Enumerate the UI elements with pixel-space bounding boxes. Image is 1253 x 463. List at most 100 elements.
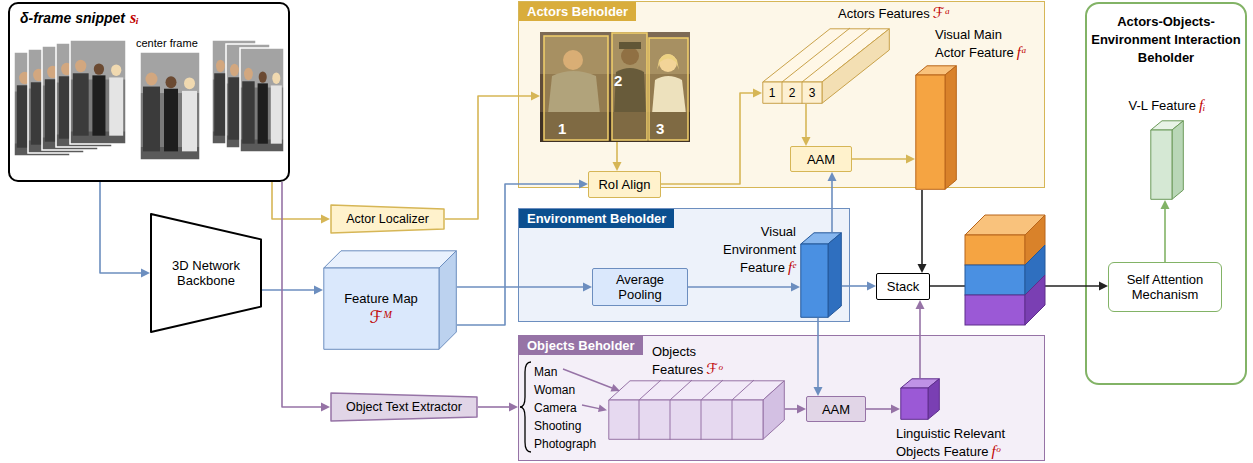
frame-note: center frame [136, 37, 198, 49]
cell-divider [670, 380, 692, 400]
stacked-feature-cube [965, 295, 1025, 325]
arrow-head [141, 269, 150, 278]
shape-face [916, 75, 945, 189]
box-text: Linguistic Relevant Objects Feature [896, 426, 1005, 459]
text-area: Actors Beholder [519, 2, 636, 21]
shape-face [901, 388, 928, 419]
box-text: fᵃ [1017, 44, 1027, 60]
shape-face [151, 214, 261, 332]
shape-face [324, 268, 439, 349]
snippet-box: δ-frame snippetsᵢ [8, 2, 290, 182]
connector-line [282, 182, 321, 407]
connector [272, 182, 330, 224]
box-text: ℱᴹ [370, 308, 393, 327]
cell-divider [732, 400, 733, 440]
self-attention-box: Self Attention Mechanism [1108, 262, 1222, 312]
text-area: AAM [807, 397, 865, 421]
connector-line [100, 182, 141, 273]
object-word: Photograph [534, 437, 596, 451]
actor-image: 1 2 3 [540, 32, 690, 142]
stacked-feature-cube [965, 235, 1025, 265]
node-shape [1150, 120, 1184, 200]
object-word: Man [534, 365, 557, 379]
box-text: fᵒ [992, 443, 1000, 459]
text-area: 2 [614, 72, 622, 90]
text-area: Stack [877, 274, 929, 299]
box-text: fᵢ [1199, 97, 1206, 113]
actor-localizer: Actor Localizer [330, 204, 445, 234]
connector-line [272, 182, 321, 219]
interaction-beholder-panel: Actors-Objects-Environment Interaction B… [1085, 2, 1247, 385]
stacked-feature-cube [965, 215, 1045, 235]
callout-number: 1 [558, 120, 566, 137]
text-area: 3 [656, 120, 664, 138]
arrow-head [867, 282, 876, 291]
average-pooling-box: Average Pooling [592, 268, 688, 306]
cell-divider [639, 380, 661, 400]
actors-features-cube: Actors Featuresℱᵃ123 [762, 28, 890, 104]
arrow-head [321, 215, 330, 224]
box-text: 1 [769, 86, 776, 100]
text-area: Actors Featuresℱᵃ [838, 4, 951, 22]
connector-line [930, 285, 1099, 287]
cell-divider [802, 82, 803, 104]
text-area: Average Pooling [593, 269, 687, 305]
connector [478, 403, 518, 412]
text-area: Environment Beholder [519, 209, 674, 228]
objects-feature-cube: Linguistic Relevant Objects Featurefᵒ [900, 378, 940, 420]
box-text: AAM [822, 402, 850, 417]
box-text: Environment Beholder [519, 209, 674, 228]
shape-face [945, 66, 956, 190]
text-area: 3 [802, 82, 822, 104]
text-area: 3D Network Backbone [150, 213, 262, 333]
box-text: Actor Localizer [346, 212, 429, 227]
objects-features-cube: Objects Featuresℱᵒ [608, 380, 785, 440]
text-area: Self Attention Mechanism [1109, 263, 1221, 311]
box-text: ℱᵒ [706, 361, 722, 377]
box-text: Feature Map [344, 291, 418, 306]
node-shape [915, 65, 957, 190]
shape-face [763, 381, 784, 440]
cell-divider [732, 380, 754, 400]
connector [918, 190, 927, 273]
label-box: Camera [534, 398, 577, 416]
arrow-head [314, 286, 323, 295]
box-text: Average Pooling [598, 272, 682, 302]
actors-beholder-panel: Actors Beholder123RoI AlignActors Featur… [518, 1, 1045, 188]
arrow-head [918, 264, 927, 273]
environment-beholder-panel: Environment BeholderAverage Pooling Visua… [518, 208, 850, 322]
cell-divider [782, 28, 850, 82]
object-text-extractor: Object Text Extractor [330, 392, 478, 422]
box-text: Visual Environment Feature [723, 224, 796, 275]
text-area: 2 [782, 82, 802, 104]
shape-face [324, 251, 457, 268]
arrow-head [321, 403, 330, 412]
shape-face [331, 205, 444, 233]
roi-align-box: RoI Align [588, 171, 661, 198]
text-area: Actors-Objects-Environment Interaction B… [1091, 12, 1241, 66]
shape-face [1172, 121, 1183, 200]
arrow-head [509, 403, 518, 412]
connector [100, 182, 150, 278]
box-text: Visual Main Actor Feature [935, 27, 1014, 60]
box-text: Stack [887, 279, 920, 294]
text-area: Visual Main Actor Featurefᵃ [935, 25, 1035, 61]
cell-divider [782, 82, 783, 104]
aam-box: AAM [790, 146, 852, 172]
box-text: AAM [807, 152, 835, 167]
text-area: 1 [762, 82, 782, 104]
shape-face [828, 233, 841, 317]
main-actor-feature-cube: Visual Main Actor Featurefᵃ [915, 65, 957, 190]
box-text: Objects Beholder [519, 336, 643, 355]
node-shape [800, 232, 842, 318]
stack-box: Stack [876, 273, 930, 300]
label-box: Shooting [534, 416, 581, 434]
text-area: Linguistic Relevant Objects Featurefᵒ [896, 424, 1041, 460]
connector-line [478, 406, 509, 408]
node-shape [608, 380, 785, 440]
box-text: sᵢ [130, 9, 139, 26]
text-area: δ-frame snippetsᵢ [20, 9, 139, 27]
environment-feature-cube: Visual Environment Featurefᵉ [800, 232, 842, 318]
cell-divider [701, 380, 723, 400]
text-area: V-L Featurefᵢ [1107, 96, 1227, 114]
